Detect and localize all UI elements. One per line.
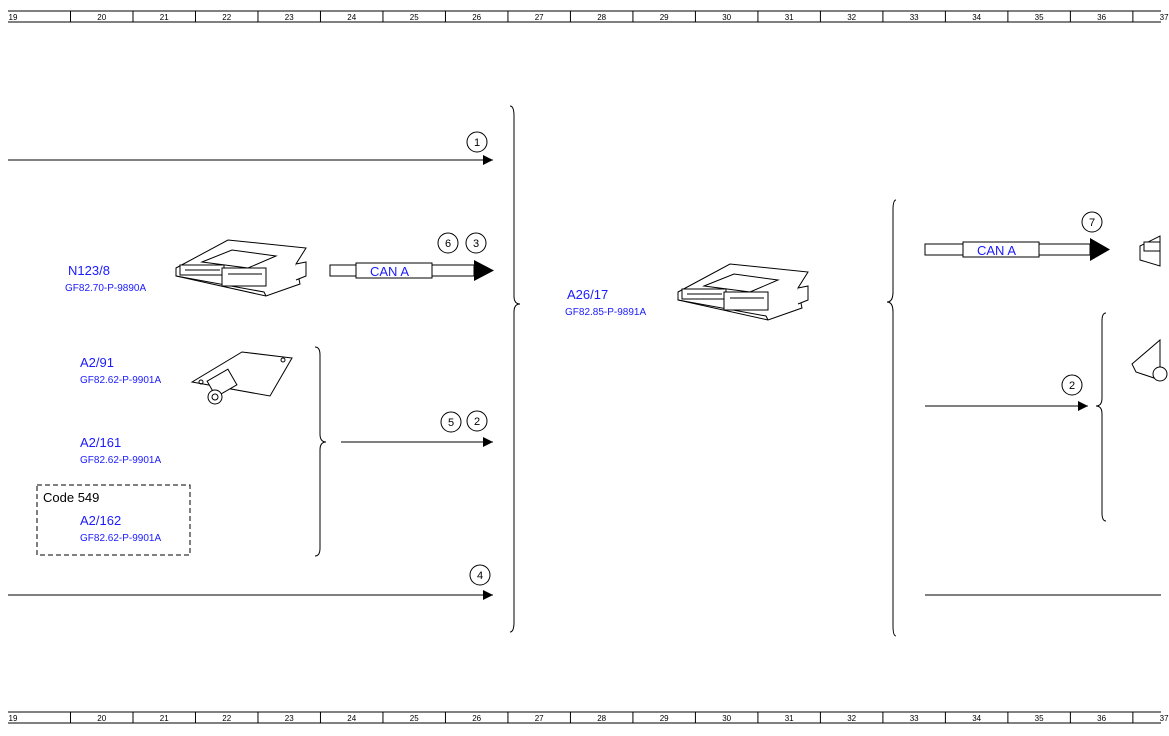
- marker-5: 5: [448, 417, 454, 429]
- signal-line-2-right: 2: [925, 374, 1088, 411]
- right-small-bracket: [1095, 312, 1107, 522]
- marker-3: 3: [473, 238, 479, 250]
- ruler-top-label: 30: [722, 13, 731, 22]
- ruler-top-label: 35: [1035, 13, 1044, 22]
- a2-161-label: A2/161: [80, 435, 121, 450]
- antenna-icon: [190, 351, 293, 405]
- marker-1: 1: [474, 137, 480, 149]
- main-bracket-right: [886, 199, 897, 637]
- a26-17-label: A26/17: [567, 287, 608, 302]
- ruler-bottom-label: 35: [1035, 714, 1044, 723]
- ruler-bottom-label: 37: [1160, 714, 1169, 723]
- ruler-top-label: 19: [9, 13, 18, 22]
- ruler-top-label: 21: [160, 13, 169, 22]
- code-549-box: Code 549 A2/162 GF82.62-P-9901A: [36, 484, 191, 556]
- a2-161-doc-ref: GF82.62-P-9901A: [80, 455, 161, 466]
- ruler-top-label: 26: [472, 13, 481, 22]
- ruler-top-label: 33: [910, 13, 919, 22]
- ruler-bottom-label: 36: [1097, 714, 1106, 723]
- n123-8-module: N123/8 GF82.70-P-9890A: [65, 239, 307, 297]
- ruler-bottom-label: 29: [660, 714, 669, 723]
- ruler-bottom-label: 21: [160, 714, 169, 723]
- ruler-bottom-label: 22: [222, 714, 231, 723]
- antenna-bracket: [314, 346, 327, 557]
- ruler-top-label: 34: [972, 13, 981, 22]
- ruler-top-label: 31: [785, 13, 794, 22]
- partial-antenna-icon: [1131, 338, 1168, 382]
- ruler-top-label: 28: [597, 13, 606, 22]
- partial-control-unit-icon: [1139, 235, 1161, 267]
- ruler-top-label: 27: [535, 13, 544, 22]
- ruler-top-label: 22: [222, 13, 231, 22]
- can-a-right-label: CAN A: [977, 243, 1016, 258]
- ruler-top-label: 29: [660, 13, 669, 22]
- marker-4: 4: [477, 570, 483, 582]
- ruler-bottom-label: 24: [347, 714, 356, 723]
- a2-91-label: A2/91: [80, 355, 114, 370]
- marker-7: 7: [1089, 217, 1095, 229]
- code-549-label: Code 549: [43, 490, 99, 505]
- ruler-top-label: 37: [1160, 13, 1169, 22]
- control-unit-icon: [677, 263, 809, 321]
- ruler-bottom-label: 23: [285, 714, 294, 723]
- signal-line-4: 4: [8, 564, 493, 600]
- a2-162-doc-ref: GF82.62-P-9901A: [80, 533, 161, 544]
- ruler-bottom-label: 31: [785, 714, 794, 723]
- a26-17-module: A26/17 GF82.85-P-9891A: [565, 263, 809, 321]
- ruler-top-label: 36: [1097, 13, 1106, 22]
- ruler-bottom: 19 20 21 22 23 24 25 26 27 28 29 30 31 32 33 34 35 36 37: [8, 711, 1169, 724]
- signal-line-1: 1: [8, 131, 493, 165]
- a2-91-antenna: A2/91 GF82.62-P-9901A: [80, 351, 293, 405]
- a26-17-doc-ref: GF82.85-P-9891A: [565, 307, 646, 318]
- ruler-bottom-label: 20: [97, 714, 106, 723]
- a2-162-label: A2/162: [80, 513, 121, 528]
- a2-91-doc-ref: GF82.62-P-9901A: [80, 375, 161, 386]
- ruler-top-label: 24: [347, 13, 356, 22]
- signal-line-5-2: 5 2: [341, 410, 493, 447]
- n123-8-doc-ref: GF82.70-P-9890A: [65, 283, 146, 294]
- ruler-bottom-label: 26: [472, 714, 481, 723]
- a2-161-group: A2/161 GF82.62-P-9901A: [80, 435, 161, 466]
- main-bracket-left: [509, 105, 521, 633]
- ruler-bottom-label: 34: [972, 714, 981, 723]
- ruler-top-label: 20: [97, 13, 106, 22]
- ruler-bottom-label: 33: [910, 714, 919, 723]
- ruler-bottom-label: 25: [410, 714, 419, 723]
- ruler-bottom-label: 19: [9, 714, 18, 723]
- can-a-left: CAN A 6 3: [329, 232, 494, 281]
- control-unit-icon: [175, 239, 307, 297]
- ruler-top-label: 25: [410, 13, 419, 22]
- ruler-bottom-label: 32: [847, 714, 856, 723]
- ruler-bottom-label: 28: [597, 714, 606, 723]
- marker-6: 6: [445, 238, 451, 250]
- ruler-top-label: 32: [847, 13, 856, 22]
- ruler-top: 19 20 21 22 23 24 25 26 27 28 29 30 31 32 33 34 35 36 37: [8, 10, 1169, 23]
- can-a-right: CAN A 7: [924, 211, 1110, 261]
- ruler-top-label: 23: [285, 13, 294, 22]
- marker-2: 2: [474, 416, 480, 428]
- marker-2b: 2: [1069, 380, 1075, 392]
- ruler-bottom-label: 27: [535, 714, 544, 723]
- ruler-bottom-label: 30: [722, 714, 731, 723]
- n123-8-label: N123/8: [68, 263, 110, 278]
- can-a-left-label: CAN A: [370, 264, 409, 279]
